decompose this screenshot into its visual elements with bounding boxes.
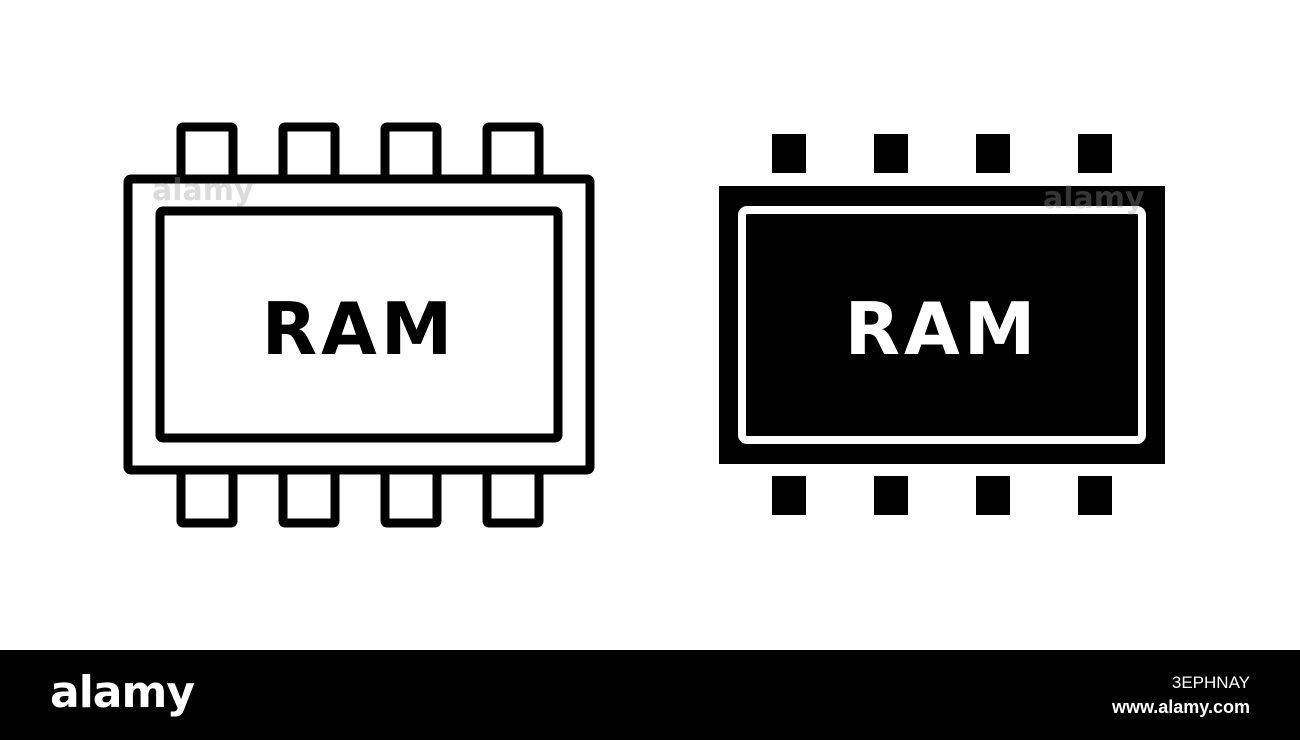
ram-chip-filled-icon [719, 134, 1165, 515]
pin-bottom-2 [278, 465, 340, 528]
footer-info: 3EPHNAY www.alamy.com [1112, 672, 1250, 720]
ram-label-outline: RAM [262, 287, 457, 371]
pin-top-3 [976, 134, 1010, 173]
chip-body-inner [155, 206, 563, 443]
alamy-logo[interactable]: alamy [50, 667, 195, 718]
watermark-right: alamy [1043, 181, 1145, 216]
stock-footer-bar: alamy 3EPHNAY www.alamy.com [0, 650, 1300, 740]
ram-label-filled: RAM [845, 287, 1040, 371]
pin-top-2 [874, 134, 908, 173]
watermark-left: alamy [152, 173, 254, 208]
pin-bottom-3 [976, 476, 1010, 515]
pin-top-3 [380, 122, 442, 185]
pin-bottom-4 [1078, 476, 1112, 515]
chip-body-outer [123, 174, 595, 475]
icon-canvas: RAM RAM alamy alamy [123, 122, 1165, 528]
pin-bottom-2 [874, 476, 908, 515]
pin-bottom-3 [380, 465, 442, 528]
chip-body-inner [738, 206, 1146, 444]
ram-chip-outline-icon [123, 122, 595, 528]
pin-top-4 [1078, 134, 1112, 173]
pin-top-4 [482, 122, 544, 185]
pin-top-2 [278, 122, 340, 185]
image-id: 3EPHNAY [1171, 673, 1250, 692]
pin-top-1 [772, 134, 806, 173]
site-url-link[interactable]: www.alamy.com [1111, 697, 1250, 717]
pin-bottom-4 [482, 465, 544, 528]
pin-bottom-1 [772, 476, 806, 515]
ram-icons-artwork: RAM RAM alamy alamy [123, 122, 1165, 528]
pin-bottom-1 [176, 465, 238, 528]
